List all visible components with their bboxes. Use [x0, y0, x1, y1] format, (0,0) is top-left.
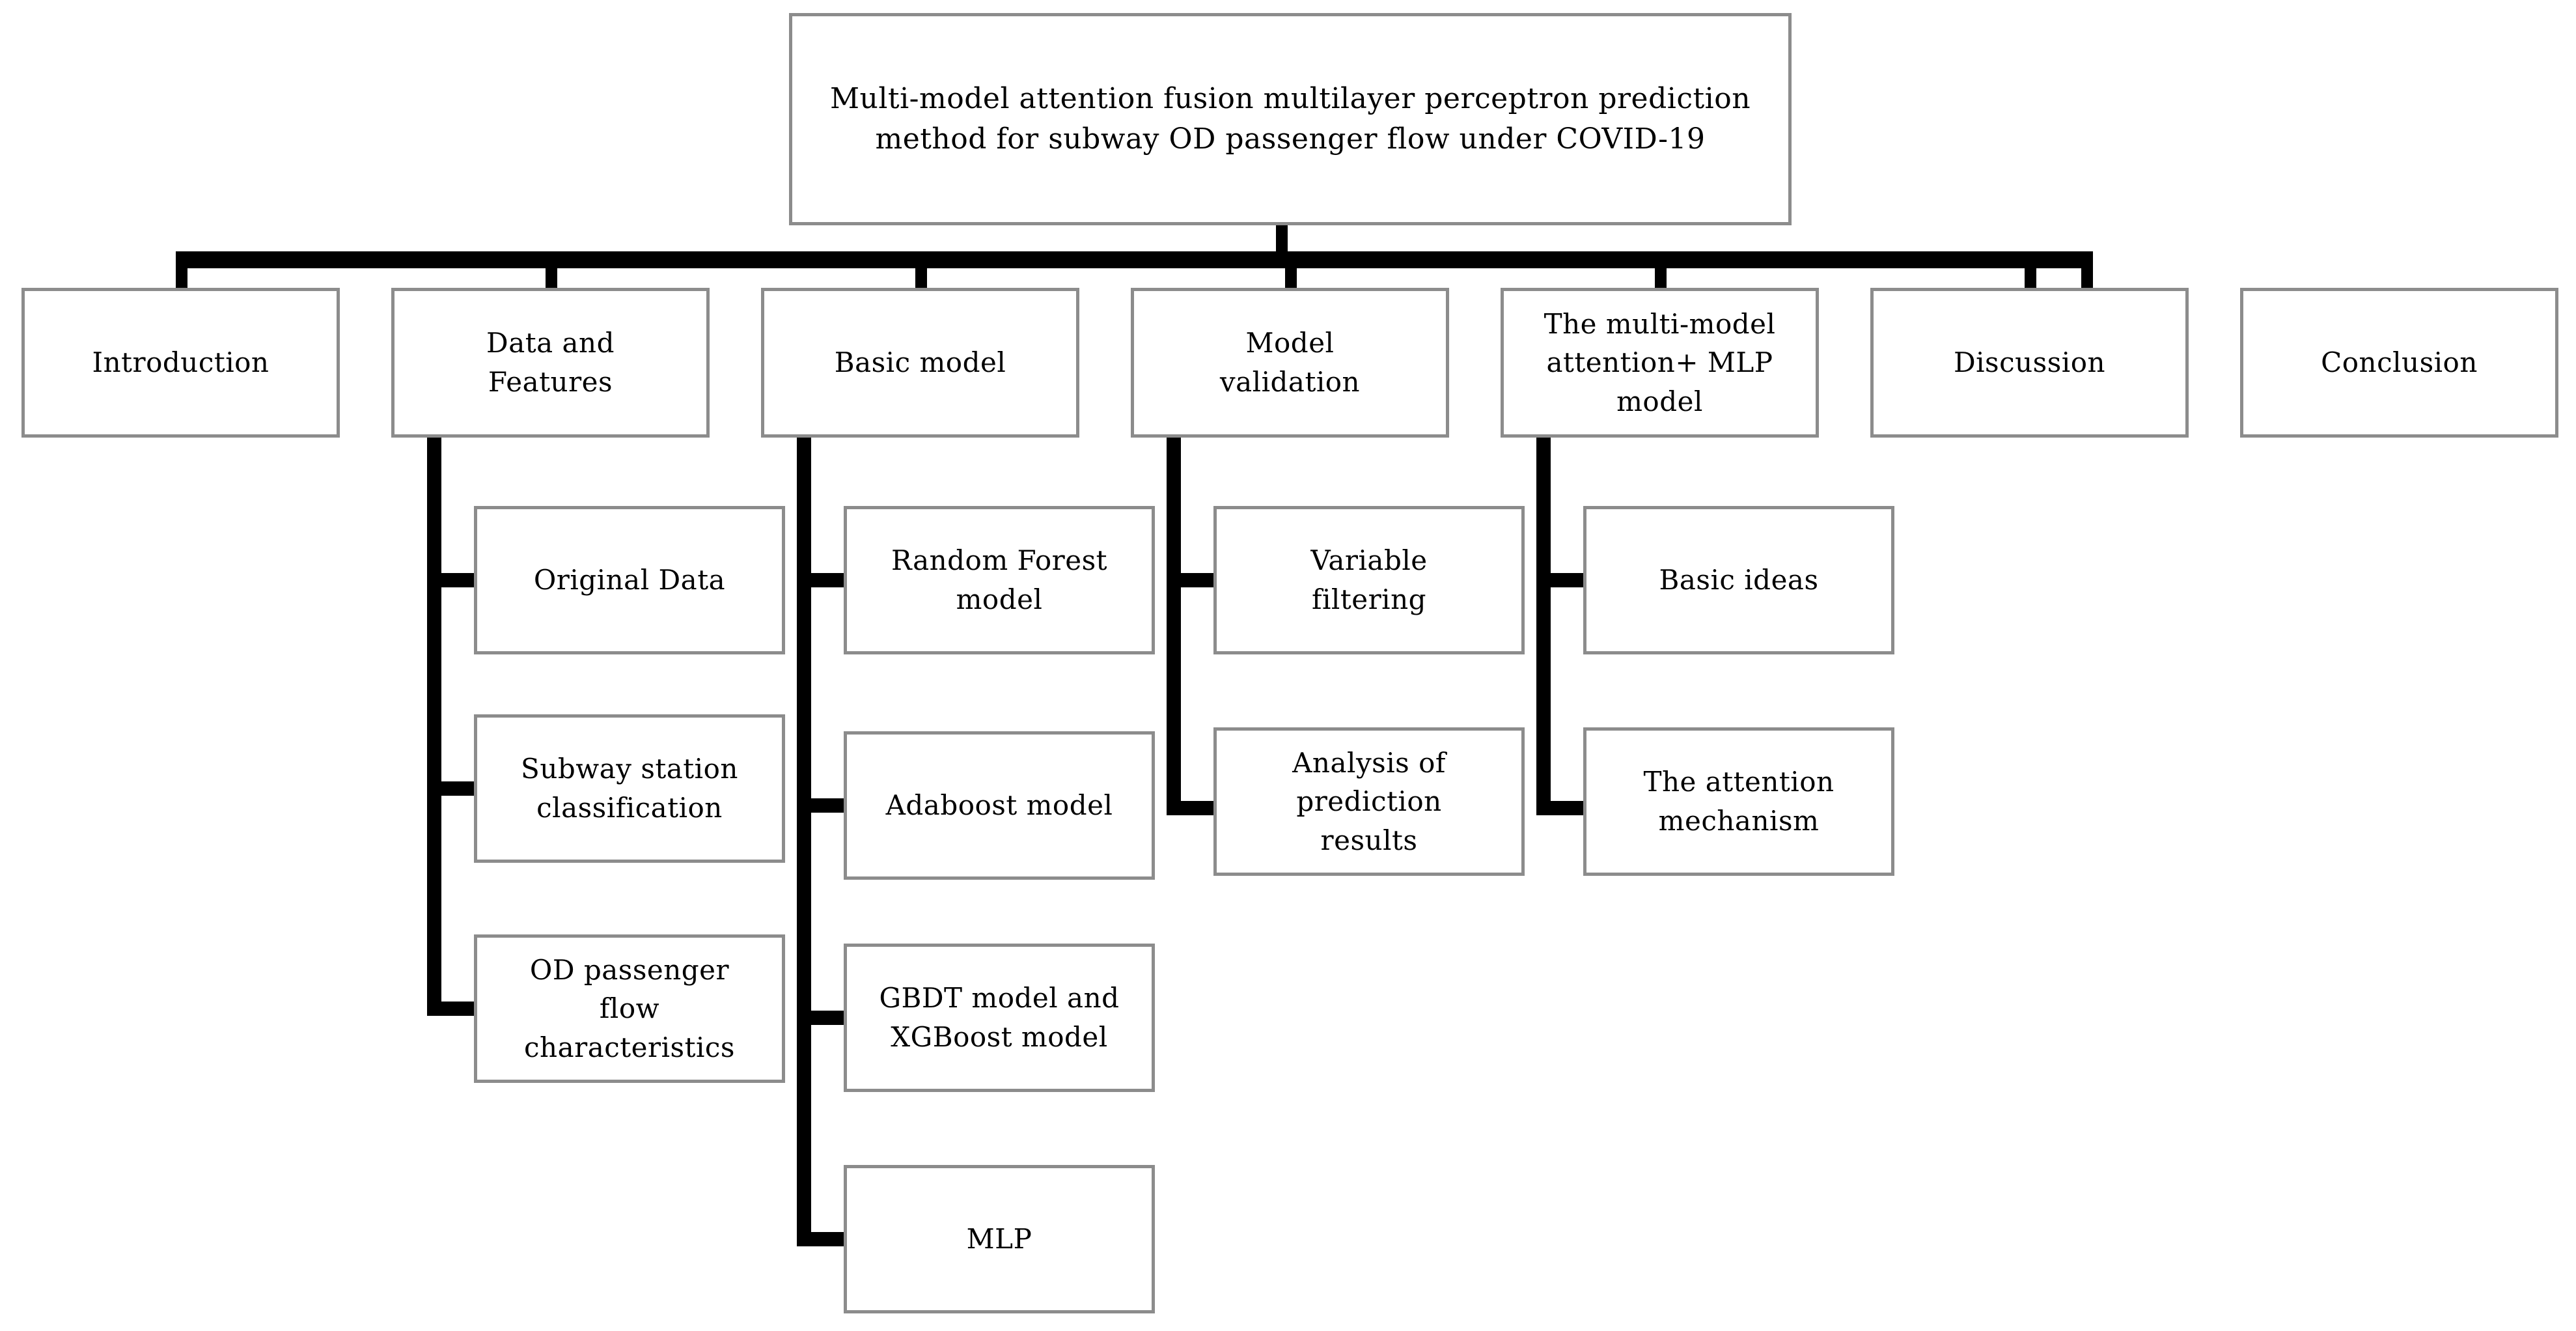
connector-drop-data-and-features [546, 251, 557, 292]
connector-stub-variable-filtering [1167, 573, 1219, 587]
connector-drop-basic-model [915, 251, 927, 292]
connector-spine-data-and-features [427, 438, 441, 1016]
node-model-validation[interactable]: Model validation [1131, 288, 1449, 438]
node-discussion[interactable]: Discussion [1870, 288, 2189, 438]
connector-root-stem [1276, 225, 1288, 254]
node-station-classification[interactable]: Subway station classification [474, 714, 785, 863]
connector-stub-mlp [797, 1232, 849, 1246]
connector-main-trunk [176, 251, 2093, 268]
node-root-title[interactable]: Multi-model attention fusion multilayer … [789, 13, 1792, 225]
node-introduction[interactable]: Introduction [21, 288, 340, 438]
connector-spine-model-validation [1167, 438, 1181, 815]
connector-stub-basic-ideas [1536, 573, 1588, 587]
node-attention-mlp[interactable]: The multi-model attention+ MLP model [1501, 288, 1819, 438]
connector-drop-conclusion [2081, 251, 2093, 292]
connector-stub-gbdt-xgboost [797, 1011, 849, 1025]
node-od-flow-characteristics[interactable]: OD passenger flow characteristics [474, 934, 785, 1083]
connector-spine-basic-model [797, 438, 811, 1246]
node-original-data[interactable]: Original Data [474, 506, 785, 654]
connector-stub-original-data [427, 573, 479, 587]
connector-drop-attention-mlp [1655, 251, 1667, 292]
connector-stub-prediction-analysis [1167, 801, 1219, 815]
connector-stub-adaboost [797, 798, 849, 813]
node-mlp[interactable]: MLP [844, 1165, 1155, 1313]
node-random-forest[interactable]: Random Forest model [844, 506, 1155, 654]
connector-stub-random-forest [797, 573, 849, 587]
node-gbdt-xgboost[interactable]: GBDT model and XGBoost model [844, 944, 1155, 1092]
connector-stub-od-flow-characteristics [427, 1002, 479, 1016]
node-data-and-features[interactable]: Data and Features [391, 288, 710, 438]
connector-drop-model-validation [1285, 251, 1297, 292]
connector-drop-discussion [2025, 251, 2036, 292]
node-basic-model[interactable]: Basic model [761, 288, 1079, 438]
connector-drop-introduction [176, 251, 187, 292]
connector-stub-attention-mechanism [1536, 801, 1588, 815]
node-attention-mechanism[interactable]: The attention mechanism [1583, 727, 1894, 876]
connector-stub-station-classification [427, 781, 479, 796]
node-basic-ideas[interactable]: Basic ideas [1583, 506, 1894, 654]
node-conclusion[interactable]: Conclusion [2240, 288, 2558, 438]
node-prediction-analysis[interactable]: Analysis of prediction results [1213, 727, 1525, 876]
node-variable-filtering[interactable]: Variable filtering [1213, 506, 1525, 654]
node-adaboost[interactable]: Adaboost model [844, 731, 1155, 880]
connector-spine-attention-mlp [1536, 438, 1551, 815]
